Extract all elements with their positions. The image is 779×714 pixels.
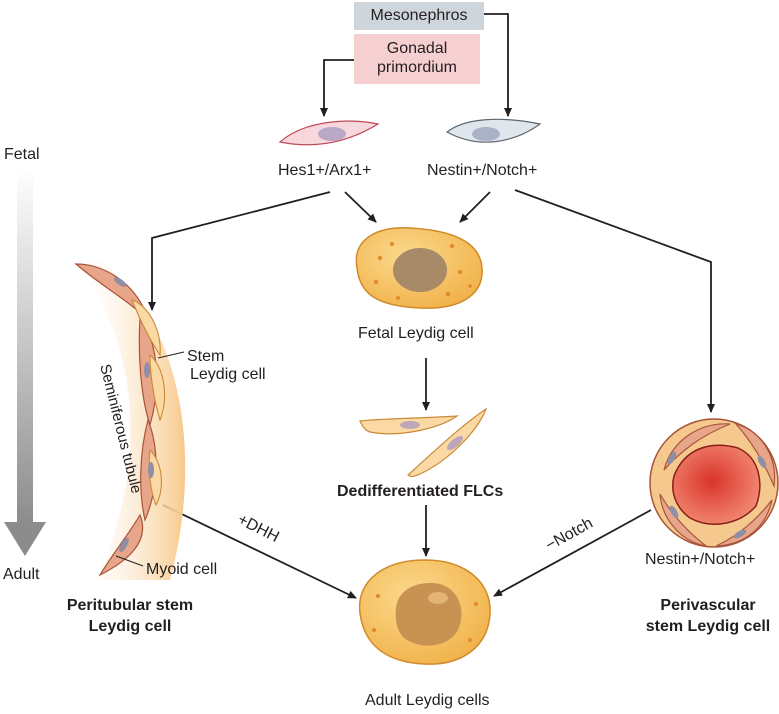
timeline-start-label: Fetal [4, 146, 40, 163]
stem-line1: Stem [187, 348, 225, 365]
nestin-notch-progenitor-cell [445, 118, 542, 143]
dedifferentiated-flc-cells [359, 407, 488, 477]
peritubular-group-label: Peritubular stem Leydig cell [50, 597, 210, 636]
arrow-peritubular-to-adult [162, 504, 357, 599]
stem-leydig-label: Stem Leydig cell [187, 348, 266, 384]
peritubular-line2: Leydig cell [88, 618, 172, 635]
gonadal-line2: primordium [376, 59, 457, 76]
hes1-arx1-label: Hes1+/Arx1+ [278, 162, 372, 179]
perivascular-line2: stem Leydig cell [645, 618, 771, 635]
arrow-nestin-to-fetal-leydig [459, 191, 491, 223]
arrow-perivascular-to-adult [493, 509, 652, 597]
fetal-leydig-label: Fetal Leydig cell [358, 325, 474, 342]
peritubular-line1: Peritubular stem [66, 597, 194, 614]
mesonephros-box [354, 2, 484, 30]
arrow-mesonephros-to-nestin [484, 13, 512, 117]
dedifferentiated-label: Dedifferentiated FLCs [337, 483, 504, 500]
hes1-arx1-progenitor-cell [278, 120, 380, 146]
gonadal-line1: Gonadal [386, 40, 448, 57]
perivascular-vessel [649, 418, 779, 548]
mesonephros-label: Mesonephros [370, 7, 468, 24]
gonadal-primordium-box [354, 34, 480, 84]
stem-line2: Leydig cell [190, 366, 266, 383]
fetal-leydig-cell [355, 227, 483, 309]
adult-leydig-label: Adult Leydig cells [365, 692, 490, 709]
nestin-notch-label: Nestin+/Notch+ [427, 162, 538, 179]
arrow-gonadal-to-hes1 [320, 59, 354, 117]
seminiferous-tubule [70, 260, 186, 580]
arrow-nestin-to-perivascular [514, 189, 715, 413]
perivascular-group-label: Perivascular stem Leydig cell [637, 597, 779, 636]
adult-leydig-cell [358, 559, 491, 665]
gonadal-primordium-label: Gonadal primordium [354, 39, 480, 77]
arrow-hes1-to-stem-leydig [148, 191, 331, 311]
arrow-hes1-to-fetal-leydig [344, 191, 377, 223]
timeline-end-label: Adult [3, 566, 40, 583]
perivascular-marker-label: Nestin+/Notch+ [645, 551, 756, 568]
perivascular-line1: Perivascular [660, 597, 756, 614]
timeline-arrow [4, 168, 46, 556]
myoid-cell-label: Myoid cell [146, 561, 218, 578]
